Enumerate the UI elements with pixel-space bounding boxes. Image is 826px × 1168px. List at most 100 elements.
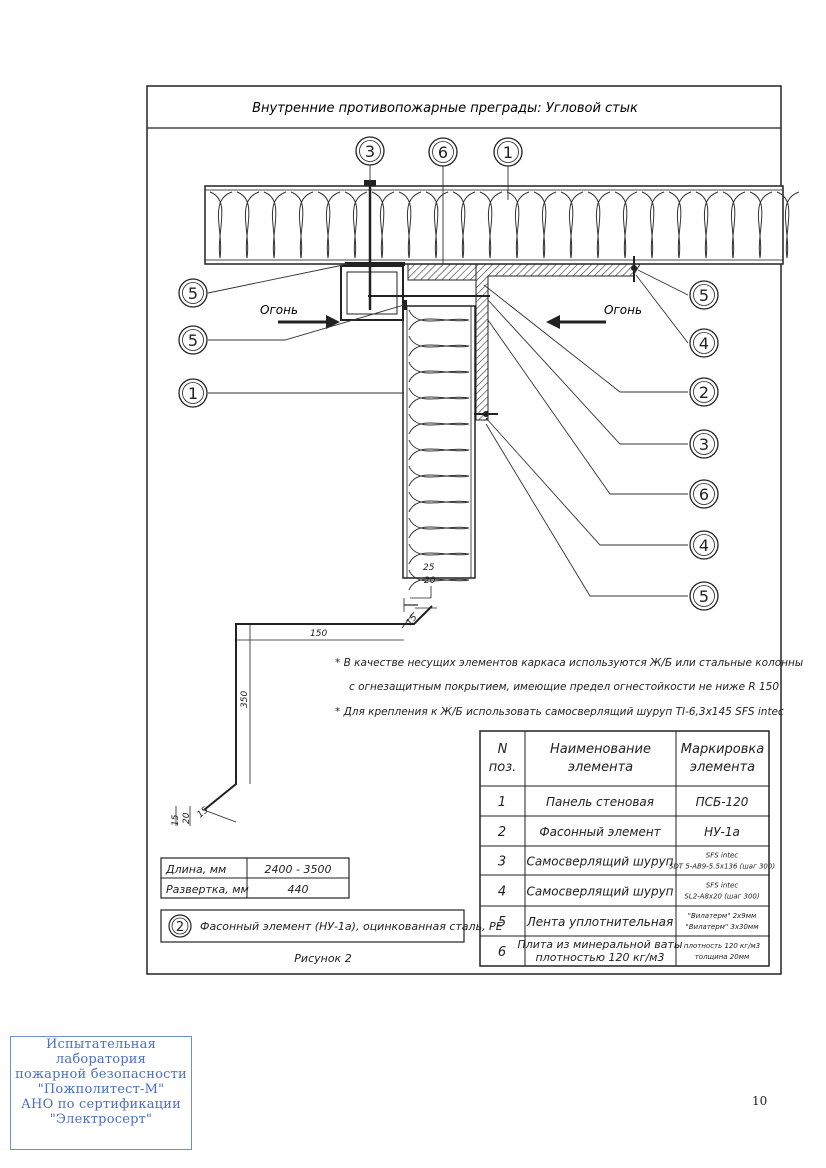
mineral-wool-plate: [407, 263, 477, 281]
callout-number: 6: [438, 143, 448, 162]
spec-pos: 6: [498, 945, 506, 960]
stamp-line: Испытательная: [45, 1037, 156, 1052]
sealing-tape-side: [403, 300, 407, 310]
svg-text:Фасонный элемент (НУ-1а), оцин: Фасонный элемент (НУ-1а), оцинкованная с…: [200, 920, 503, 933]
callout-number: 3: [699, 435, 709, 454]
svg-text:Огонь: Огонь: [604, 303, 642, 317]
element-caption: 2 Фасонный элемент (НУ-1а), оцинкованная…: [160, 909, 503, 943]
spec-mark: толщина 20мм: [695, 953, 750, 961]
spec-name: Панель стеновая: [546, 795, 654, 809]
figure-caption: Рисунок 2: [294, 952, 351, 965]
callout-number: 1: [188, 384, 198, 403]
spec-mark: ПСБ-120: [696, 795, 749, 809]
callout-number: 5: [188, 331, 198, 350]
spec-mark: SL2-A8x20 (шаг 300): [684, 893, 760, 901]
callout-number: 2: [699, 383, 709, 402]
svg-text:15: 15: [405, 613, 420, 628]
spec-header: поз.: [489, 760, 517, 775]
spec-pos: 3: [498, 855, 506, 870]
drawing-frame: [146, 85, 782, 975]
screw-small-top: [631, 256, 637, 282]
svg-text:150: 150: [310, 629, 327, 639]
spec-header: N: [498, 742, 508, 757]
fire-arrow-left: Огонь: [260, 303, 340, 329]
length-label: Развертка, мм: [166, 883, 249, 896]
callout-circle: 6: [689, 479, 719, 509]
svg-text:20: 20: [424, 576, 436, 586]
callout-circle: 5: [178, 278, 208, 308]
profile-dimensions: 25 20 15 150 350 15 15 20: [171, 563, 436, 826]
svg-text:20: 20: [182, 812, 192, 824]
spec-header: Наименование: [550, 742, 651, 757]
stamp-line: пожарной безопасности: [15, 1067, 187, 1082]
length-value: 440: [288, 883, 309, 896]
callout-circle: 2: [689, 377, 719, 407]
length-value: 2400 - 3500: [265, 863, 332, 876]
callout-circle: 4: [689, 530, 719, 560]
callout-circle: 5: [689, 280, 719, 310]
spec-name: Плита из минеральной ваты: [517, 938, 682, 951]
svg-text:2: 2: [176, 920, 184, 935]
profile-drawing: [175, 586, 437, 826]
spec-name: плотностью 120 кг/м3: [536, 951, 665, 964]
svg-text:15: 15: [171, 814, 181, 826]
callout-number: 3: [365, 142, 375, 161]
note-line-3: * Для крепления к Ж/Б использовать самос…: [335, 706, 784, 718]
stamp-line: "Электросерт": [49, 1112, 153, 1127]
callout-number: 5: [188, 284, 198, 303]
callout-circle: 1: [493, 137, 523, 167]
callout-number: 6: [699, 485, 709, 504]
svg-text:Огонь: Огонь: [260, 303, 298, 317]
spec-mark: SDT 5-AB9-5.5x136 (шаг 300): [669, 863, 775, 871]
spec-name: Лента уплотнительная: [526, 915, 674, 929]
spec-pos: 1: [498, 795, 506, 810]
callout-number: 4: [699, 536, 709, 555]
svg-text:350: 350: [240, 691, 250, 708]
callout-circle: 5: [178, 325, 208, 355]
steel-column: [340, 265, 404, 321]
spec-mark: плотность 120 кг/м3: [684, 942, 760, 950]
notes: * В качестве несущих элементов каркаса и…: [335, 657, 803, 718]
lab-stamp: Испытательная лаборатория пожарной безоп…: [10, 1036, 192, 1150]
spec-header: элемента: [568, 760, 633, 775]
callout-number: 5: [699, 286, 709, 305]
callout-circle: 1: [178, 378, 208, 408]
note-line-1: * В качестве несущих элементов каркаса и…: [335, 657, 803, 669]
callout-number: 1: [503, 143, 513, 162]
callout-group: 3 6 1 5 5 1 5 4 2 3 6 4 5: [178, 136, 719, 611]
callout-circle: 5: [689, 581, 719, 611]
vertical-wall-panel: [402, 305, 476, 591]
length-label: Длина, мм: [165, 863, 226, 876]
spec-mark: "Вилатерм" 3x30мм: [686, 923, 760, 931]
sealing-tape-top: [345, 262, 405, 266]
stamp-line: АНО по сертификации: [21, 1097, 181, 1112]
fire-arrow-right: Огонь: [546, 303, 642, 329]
callout-circle: 6: [428, 137, 458, 167]
stamp-line: "Пожполитест-М": [37, 1082, 165, 1097]
callout-number: 5: [699, 587, 709, 606]
spec-pos: 2: [498, 825, 506, 840]
horizontal-wall-panel: [204, 185, 800, 265]
spec-pos: 4: [498, 885, 506, 900]
spec-mark: "Вилатерм" 2x9мм: [688, 912, 757, 920]
svg-text:25: 25: [423, 563, 435, 573]
spec-mark: SFS intec: [706, 882, 739, 890]
screw-small-side: [474, 411, 498, 417]
spec-name: Фасонный элемент: [539, 825, 661, 839]
callout-circle: 3: [355, 136, 385, 166]
spec-mark: SFS intec: [706, 852, 739, 860]
spec-header: элемента: [690, 760, 755, 775]
spec-name: Самосверлящий шуруп: [526, 885, 673, 899]
note-line-2: с огнезащитным покрытием, имеющие предел…: [349, 681, 779, 693]
callout-circle: 3: [689, 429, 719, 459]
spec-header: Маркировка: [681, 742, 764, 757]
callout-number: 4: [699, 334, 709, 353]
shaped-element: [475, 263, 641, 421]
callout-circle: 4: [689, 328, 719, 358]
page-number: 10: [752, 1094, 768, 1108]
leader-lines: [207, 165, 689, 597]
screw-vertical: [364, 180, 376, 310]
spec-mark: НУ-1а: [704, 825, 740, 839]
